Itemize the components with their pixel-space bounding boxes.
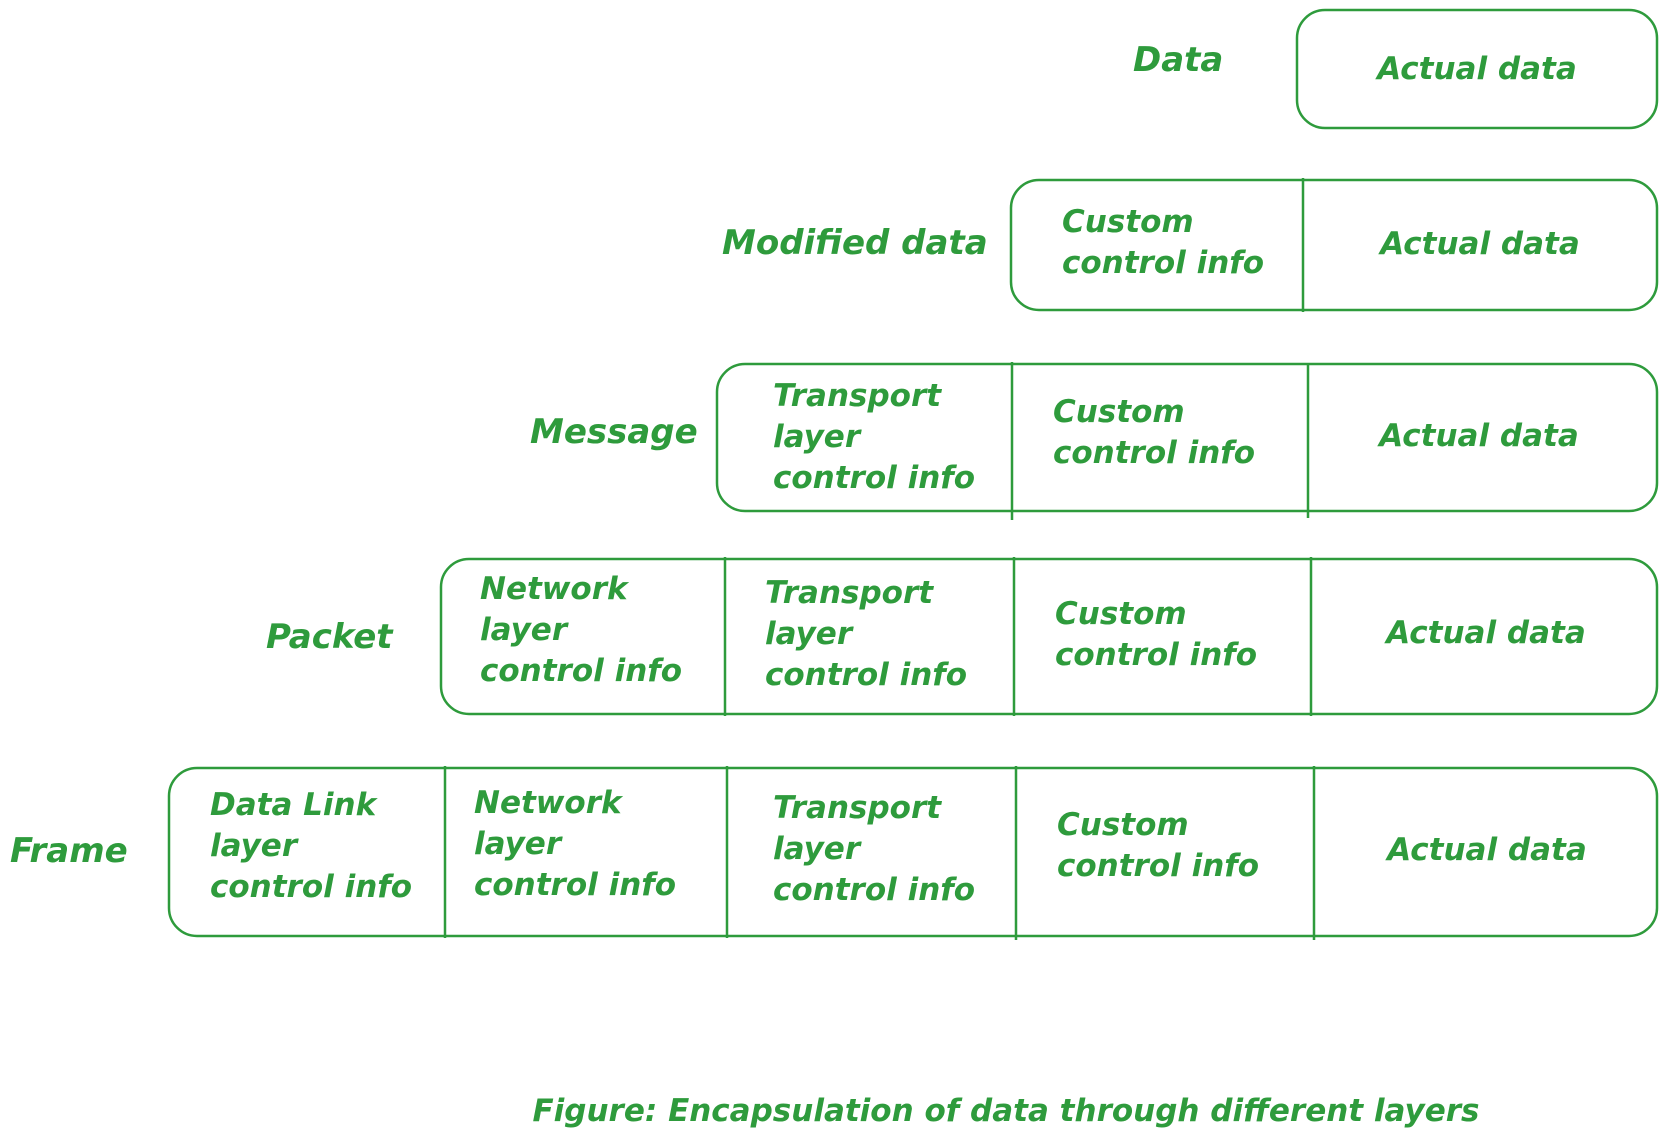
cell-text-line: layer [474, 826, 563, 862]
cell-text-line: layer [773, 831, 862, 867]
cell-text-line: control info [1062, 245, 1264, 281]
row-modified-data: Modified data Custom control info Actual … [722, 178, 1659, 312]
cell-text-line: Transport [765, 575, 934, 611]
cell-text-line: Custom [1053, 394, 1185, 430]
row-label-data: Data [1133, 40, 1223, 80]
row-label-modified-data: Modified data [722, 223, 988, 263]
cell-actual-data: Actual data [1383, 615, 1586, 651]
cell-actual-data: Actual data [1374, 51, 1577, 87]
cell-text-line: Network [474, 785, 624, 821]
cell-text-line: Network [480, 571, 630, 607]
cell-custom-control-info: Custom control info [1055, 596, 1257, 673]
cell-transport-layer-control-info: Transport layer control info [773, 790, 975, 908]
cell-text-line: Transport [773, 378, 942, 414]
row-label-message: Message [530, 412, 698, 452]
row-message: Message Transport layer control info Custo… [530, 362, 1659, 520]
cell-network-layer-control-info: Network layer control info [474, 785, 676, 903]
row-packet: Packet Network layer control info Transpor… [266, 557, 1659, 716]
cell-network-layer-control-info: Network layer control info [480, 571, 682, 689]
row-label-frame: Frame [10, 831, 128, 871]
cell-text-line: Transport [773, 790, 942, 826]
row-frame: Frame Data Link layer control info Network… [10, 766, 1659, 940]
cell-text-line: Custom [1062, 204, 1194, 240]
modified-data-unit-box [1009, 178, 1659, 312]
cell-transport-layer-control-info: Transport layer control info [773, 378, 975, 496]
cell-text-line: layer [210, 828, 299, 864]
frame-unit-box [167, 766, 1659, 938]
cell-custom-control-info: Custom control info [1057, 807, 1259, 884]
cell-text-line: layer [765, 616, 854, 652]
row-label-packet: Packet [266, 617, 394, 657]
cell-text-line: control info [210, 869, 412, 905]
row-data: Data Actual data [1133, 8, 1659, 130]
cell-text-line: layer [480, 612, 569, 648]
cell-data-link-layer-control-info: Data Link layer control info [210, 787, 412, 905]
cell-transport-layer-control-info: Transport layer control info [765, 575, 967, 693]
cell-actual-data: Actual data [1377, 226, 1580, 262]
cell-actual-data: Actual data [1384, 832, 1587, 868]
cell-text-line: Data Link [210, 787, 379, 823]
cell-text-line: control info [773, 460, 975, 496]
cell-text-line: control info [765, 657, 967, 693]
cell-text-line: control info [480, 653, 682, 689]
cell-text-line: layer [773, 419, 862, 455]
cell-custom-control-info: Custom control info [1062, 204, 1264, 281]
cell-text-line: Custom [1057, 807, 1189, 843]
packet-unit-box [439, 557, 1659, 716]
figure-caption: Figure: Encapsulation of data through di… [533, 1093, 1480, 1129]
cell-text-line: control info [1057, 848, 1259, 884]
cell-text-line: control info [773, 872, 975, 908]
cell-text-line: control info [474, 867, 676, 903]
cell-text-line: control info [1055, 637, 1257, 673]
message-unit-box [715, 362, 1659, 513]
cell-actual-data: Actual data [1376, 418, 1579, 454]
cell-text-line: Custom [1055, 596, 1187, 632]
cell-custom-control-info: Custom control info [1053, 394, 1255, 471]
cell-text-line: control info [1053, 435, 1255, 471]
data-unit-box [1295, 8, 1659, 130]
